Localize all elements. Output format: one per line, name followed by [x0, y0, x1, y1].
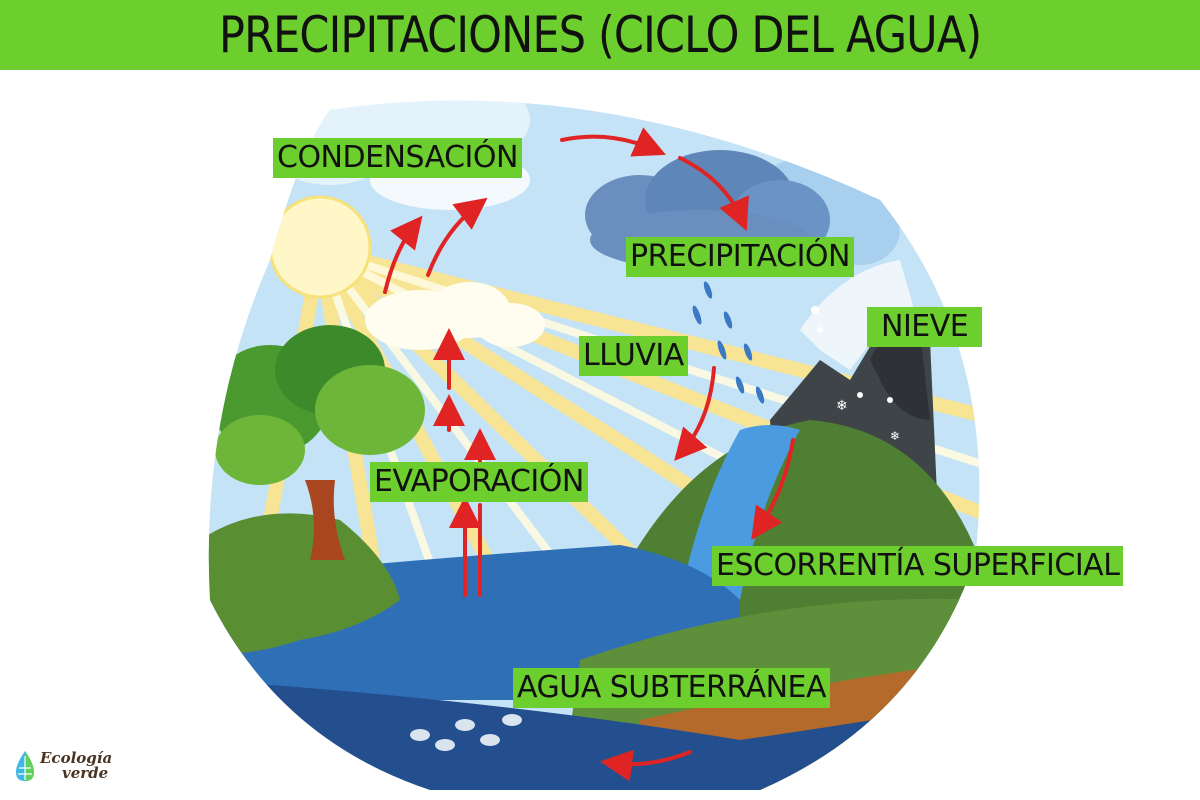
water-cycle-illustration: ❄ ❄ ❄ ❄ ❄	[208, 100, 980, 790]
groundwater	[208, 680, 980, 790]
fish	[410, 714, 522, 751]
logo-line-1: Ecología	[40, 749, 113, 767]
label-agua-subterranea: AGUA SUBTERRÁNEA	[513, 668, 831, 708]
label-lluvia: LLUVIA	[579, 336, 688, 376]
label-evaporacion: EVAPORACIÓN	[370, 462, 588, 502]
rain-drops	[692, 281, 765, 404]
leaf-drop-icon	[16, 751, 34, 781]
label-nieve: NIEVE	[867, 307, 983, 347]
title-bar: PRECIPITACIONES (CICLO DEL AGUA)	[0, 0, 1200, 70]
svg-text:❄: ❄	[890, 429, 900, 443]
ecologia-verde-logo: Ecología verde	[14, 750, 112, 782]
page-title: PRECIPITACIONES (CICLO DEL AGUA)	[218, 6, 982, 64]
tree	[210, 325, 425, 560]
svg-text:❄: ❄	[836, 397, 848, 413]
label-condensacion: CONDENSACIÓN	[273, 138, 522, 178]
waterfall	[680, 425, 800, 600]
cycle-arrows	[383, 127, 795, 782]
logo-line-2: verde	[62, 764, 109, 782]
left-hill	[208, 513, 400, 654]
sun-icon	[268, 195, 372, 299]
label-precipitacion: PRECIPITACIÓN	[626, 237, 854, 277]
label-escorrentia: ESCORRENTÍA SUPERFICIAL	[712, 546, 1124, 586]
